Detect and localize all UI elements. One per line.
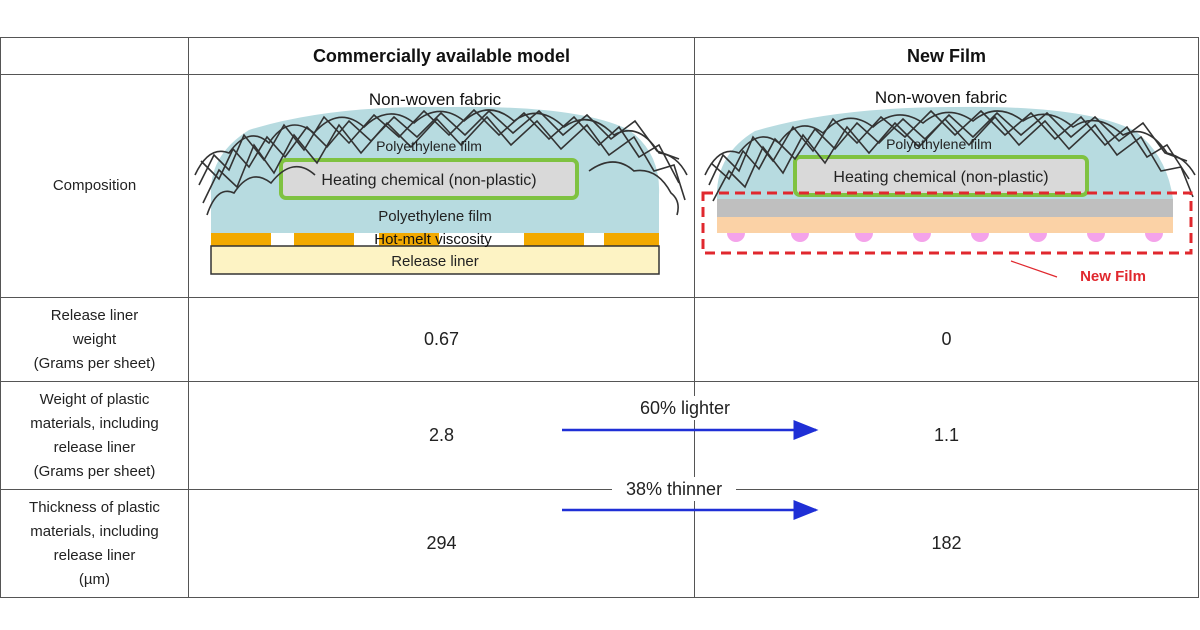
label-line: (Grams per sheet) (33, 354, 156, 372)
label-line: Thickness of plastic (29, 498, 160, 516)
label-line: (µm) (78, 570, 111, 588)
weight-reduction-label: 60% lighter (626, 396, 745, 420)
header-blank (0, 37, 189, 75)
comparison-table: Commercially available model New Film Co… (0, 37, 1199, 598)
label-nonwoven: Non-woven fabric (369, 90, 502, 109)
plastic-thickness-new: 182 (694, 489, 1199, 598)
label-line: release liner (53, 438, 136, 456)
label-line: (Grams per sheet) (33, 462, 156, 480)
row-label-plastic-weight: Weight of plastic materials, including r… (0, 381, 189, 490)
label-nonwoven-new: Non-woven fabric (875, 88, 1008, 107)
label-new-film-callout: New Film (1080, 268, 1146, 285)
nonwoven-fibers (194, 108, 688, 216)
new-film-gray-layer (717, 199, 1173, 217)
nonwoven-fibers-new (704, 109, 1196, 202)
header-new-film: New Film (694, 37, 1199, 75)
thickness-reduction-label: 38% thinner (612, 477, 737, 501)
release-liner-weight-commercial: 0.67 (188, 297, 695, 382)
commercial-composition-svg: Non-woven fabric Polyethylene film Heati… (194, 90, 688, 275)
label-heating: Heating chemical (non-plastic) (321, 172, 536, 189)
release-liner-weight-new: 0 (694, 297, 1199, 382)
plastic-weight-commercial: 2.8 (188, 381, 695, 490)
release-liner-weight-row: Release liner weight (Grams per sheet) 0… (0, 297, 1199, 382)
diagram-commercial: Non-woven fabric Polyethylene film Heati… (188, 74, 695, 298)
header-commercial: Commercially available model (188, 37, 695, 75)
plastic-weight-row: Weight of plastic materials, including r… (0, 381, 1199, 490)
label-pe-top: Polyethylene film (376, 138, 482, 154)
plastic-thickness-row: Thickness of plastic materials, includin… (0, 489, 1199, 598)
new-film-highlight-box (701, 191, 1193, 255)
plastic-weight-new: 1.1 (694, 381, 1199, 490)
new-film-peach-layer (717, 217, 1173, 233)
label-line: Release liner (50, 306, 139, 324)
new-film-dots (727, 233, 1163, 242)
label-hotmelt: Hot-melt viscosity (374, 231, 492, 248)
heating-chemical-shape-new (793, 155, 1089, 197)
new-film-composition-svg: Non-woven fabric Polyethylene film Heati… (701, 88, 1196, 285)
row-label-plastic-thickness: Thickness of plastic materials, includin… (0, 489, 189, 598)
label-line: materials, including (30, 414, 159, 432)
label-line: materials, including (30, 522, 159, 540)
label-line: Weight of plastic (39, 390, 150, 408)
diagram-new-film: Non-woven fabric Polyethylene film Heati… (694, 74, 1199, 298)
label-line: release liner (53, 546, 136, 564)
header-row: Commercially available model New Film (0, 37, 1199, 75)
hot-melt-segments (211, 233, 659, 246)
heating-chemical-shape (279, 158, 579, 200)
label-heating-new: Heating chemical (non-plastic) (833, 169, 1048, 186)
composition-row: Composition (0, 74, 1199, 298)
row-label-release-liner-weight: Release liner weight (Grams per sheet) (0, 297, 189, 382)
label-release-liner: Release liner (391, 253, 479, 270)
row-label-composition: Composition (0, 74, 189, 298)
plastic-thickness-commercial: 294 (188, 489, 695, 598)
label-pe-top-new: Polyethylene film (886, 136, 992, 152)
label-line: weight (72, 330, 117, 348)
new-film-callout-line (1010, 260, 1058, 278)
release-liner-shape (210, 245, 660, 275)
label-pe-bottom: Polyethylene film (378, 208, 491, 225)
